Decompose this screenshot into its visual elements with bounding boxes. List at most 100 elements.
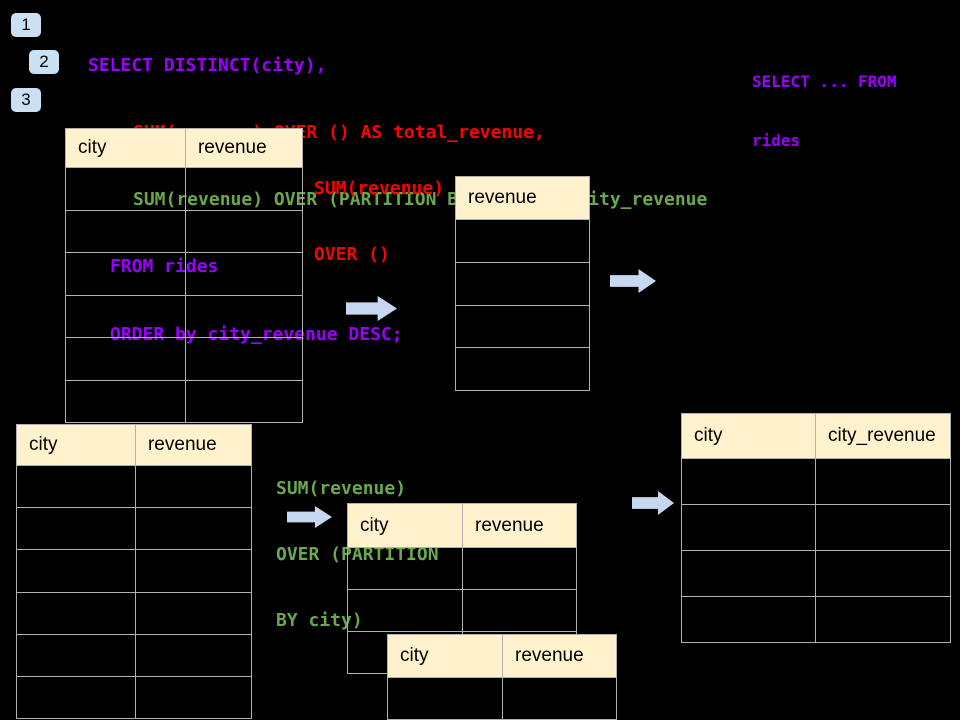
arrow-total-result-icon (610, 269, 656, 293)
empty-cell (66, 380, 186, 422)
table-row (17, 675, 251, 719)
table-row (682, 596, 950, 642)
empty-cell (348, 548, 463, 589)
arrow-partition-step-icon (287, 506, 332, 528)
table-row (17, 591, 251, 634)
empty-cell (17, 676, 136, 719)
empty-cell (17, 634, 136, 676)
table-row (456, 304, 589, 348)
arrow-partition-result-icon (632, 491, 674, 515)
empty-cell (503, 678, 616, 719)
empty-cell (682, 459, 816, 504)
sql-line-order-by: ORDER by city_revenue DESC; (110, 323, 403, 345)
empty-cell (456, 348, 589, 390)
empty-cell (136, 508, 251, 549)
table-row (66, 337, 302, 380)
table-row (388, 677, 616, 719)
column-header-city: city (17, 425, 136, 465)
empty-cell (136, 550, 251, 591)
empty-cell (136, 466, 251, 507)
empty-cell (463, 548, 576, 589)
empty-cell (186, 253, 302, 295)
empty-cell (682, 505, 816, 550)
empty-cell (66, 338, 186, 380)
table-row (17, 507, 251, 550)
table-row (456, 261, 589, 305)
empty-cell (66, 295, 186, 337)
column-header-revenue: revenue (503, 635, 616, 677)
table-total-revenue-result: revenue (455, 176, 590, 392)
table-row (66, 252, 302, 295)
empty-cell (17, 592, 136, 634)
table-row (682, 504, 950, 550)
empty-cell (682, 551, 816, 596)
table-row (17, 633, 251, 676)
table-row (66, 294, 302, 338)
empty-cell (816, 597, 950, 642)
column-header-revenue: revenue (463, 504, 576, 547)
sql-line-from: FROM rides (110, 256, 219, 278)
table-row (456, 347, 589, 390)
column-header-city: city (388, 635, 503, 677)
empty-cell (388, 678, 503, 719)
table-row (17, 465, 251, 508)
empty-cell (682, 597, 816, 642)
empty-cell (186, 296, 302, 338)
table-row (348, 547, 576, 589)
annotation-line: OVER () (314, 244, 390, 265)
arrow-total-step-icon (346, 296, 397, 321)
table-row (682, 458, 950, 504)
empty-cell (456, 220, 589, 262)
empty-cell (66, 253, 186, 295)
empty-cell (186, 381, 302, 423)
sql-line-select: SELECT DISTINCT(city), (88, 54, 327, 76)
empty-cell (136, 635, 251, 676)
total-revenue-annotation: SUM(revenue) OVER () (314, 134, 444, 310)
empty-cell (463, 590, 576, 631)
column-header-revenue: revenue (456, 177, 589, 219)
column-header-city: city (66, 129, 186, 167)
step-2-badge: 2 (29, 50, 59, 74)
table-row (17, 549, 251, 592)
select-from-rides-snippet: SELECT ... FROM rides (752, 33, 897, 189)
empty-cell (456, 263, 589, 305)
empty-cell (186, 338, 302, 380)
table-row (348, 589, 576, 631)
column-header-city: city (682, 414, 816, 458)
table-row (66, 209, 302, 252)
table-header-row: revenue (456, 177, 589, 219)
column-header-city: city (348, 504, 463, 547)
column-header-revenue: revenue (135, 425, 251, 465)
empty-cell (136, 593, 251, 634)
table-row (66, 167, 302, 210)
empty-cell (17, 508, 136, 550)
empty-cell (136, 677, 251, 718)
snippet-line-1: SELECT ... FROM (752, 72, 897, 91)
table-row (682, 550, 950, 596)
column-header-revenue: revenue (185, 129, 302, 167)
annotation-line: OVER (PARTITION (276, 544, 439, 565)
annotation-line: SUM(revenue) (314, 178, 445, 199)
empty-cell (816, 459, 950, 504)
empty-cell (66, 168, 186, 210)
empty-cell (816, 551, 950, 596)
table-row (66, 379, 302, 423)
annotation-line: BY city) (276, 610, 363, 631)
partition-annotation: SUM(revenue) OVER (PARTITION BY city) (276, 434, 439, 676)
column-header-city_revenue: city_revenue (816, 414, 950, 458)
snippet-line-2: rides (752, 130, 801, 150)
empty-cell (186, 168, 302, 210)
empty-cell (456, 306, 589, 348)
step-3-badge: 3 (11, 88, 41, 112)
empty-cell (17, 466, 136, 508)
